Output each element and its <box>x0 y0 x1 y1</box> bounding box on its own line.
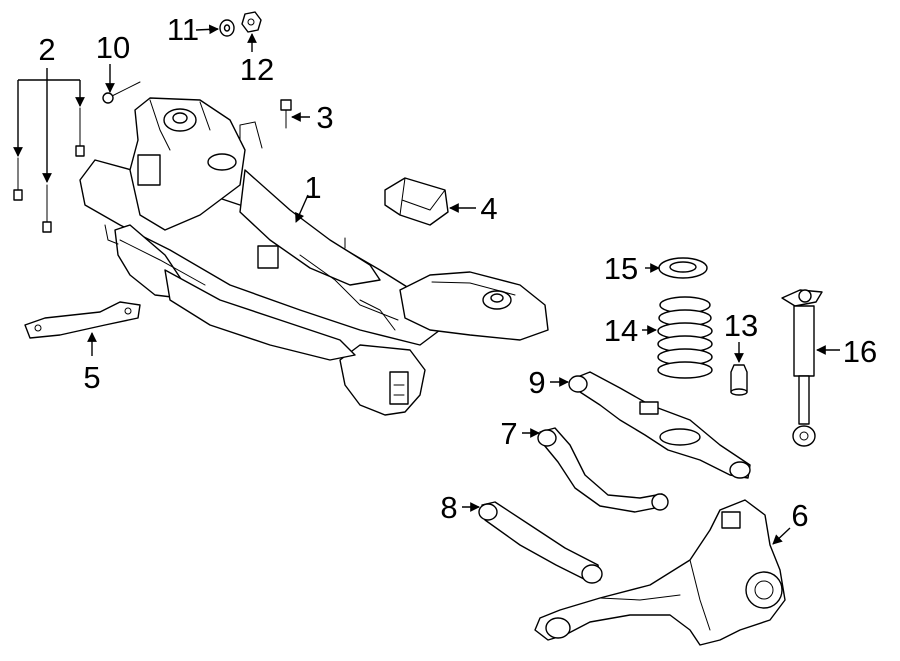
callout-12: 12 <box>240 52 274 87</box>
callout-6: 6 <box>791 498 808 533</box>
callout-3: 3 <box>316 100 333 135</box>
crossmember-part <box>79 97 549 416</box>
callout-9: 9 <box>528 365 545 400</box>
arm-part-7 <box>537 427 669 513</box>
bolt-part-2 <box>13 107 85 233</box>
coil-spring-part-14 <box>657 296 713 379</box>
callout-8: 8 <box>440 490 457 525</box>
bump-stop-part-13 <box>730 364 748 396</box>
shock-absorber-part-16 <box>781 289 823 447</box>
link-part-5 <box>24 301 141 339</box>
knuckle-part-6 <box>534 499 786 646</box>
washer-part-11 <box>219 19 235 37</box>
link-part-8 <box>478 501 603 584</box>
callout-16: 16 <box>843 334 877 369</box>
bolt-part-10 <box>102 81 141 104</box>
bracket-part-4 <box>384 177 449 226</box>
callout-10: 10 <box>96 30 130 65</box>
nut-part-12 <box>241 11 262 33</box>
callout-7: 7 <box>500 416 517 451</box>
control-arm-part-9 <box>568 371 751 479</box>
callout-5: 5 <box>83 360 100 395</box>
bolt-part-3 <box>280 99 292 129</box>
callout-1: 1 <box>304 170 321 205</box>
spring-seat-part-15 <box>658 257 708 279</box>
leader-lines <box>13 24 840 545</box>
callout-2: 2 <box>38 32 55 67</box>
callout-14: 14 <box>604 313 638 348</box>
callout-13: 13 <box>724 308 758 343</box>
callout-4: 4 <box>480 191 497 226</box>
callout-15: 15 <box>604 251 638 286</box>
callout-11: 11 <box>167 12 199 47</box>
